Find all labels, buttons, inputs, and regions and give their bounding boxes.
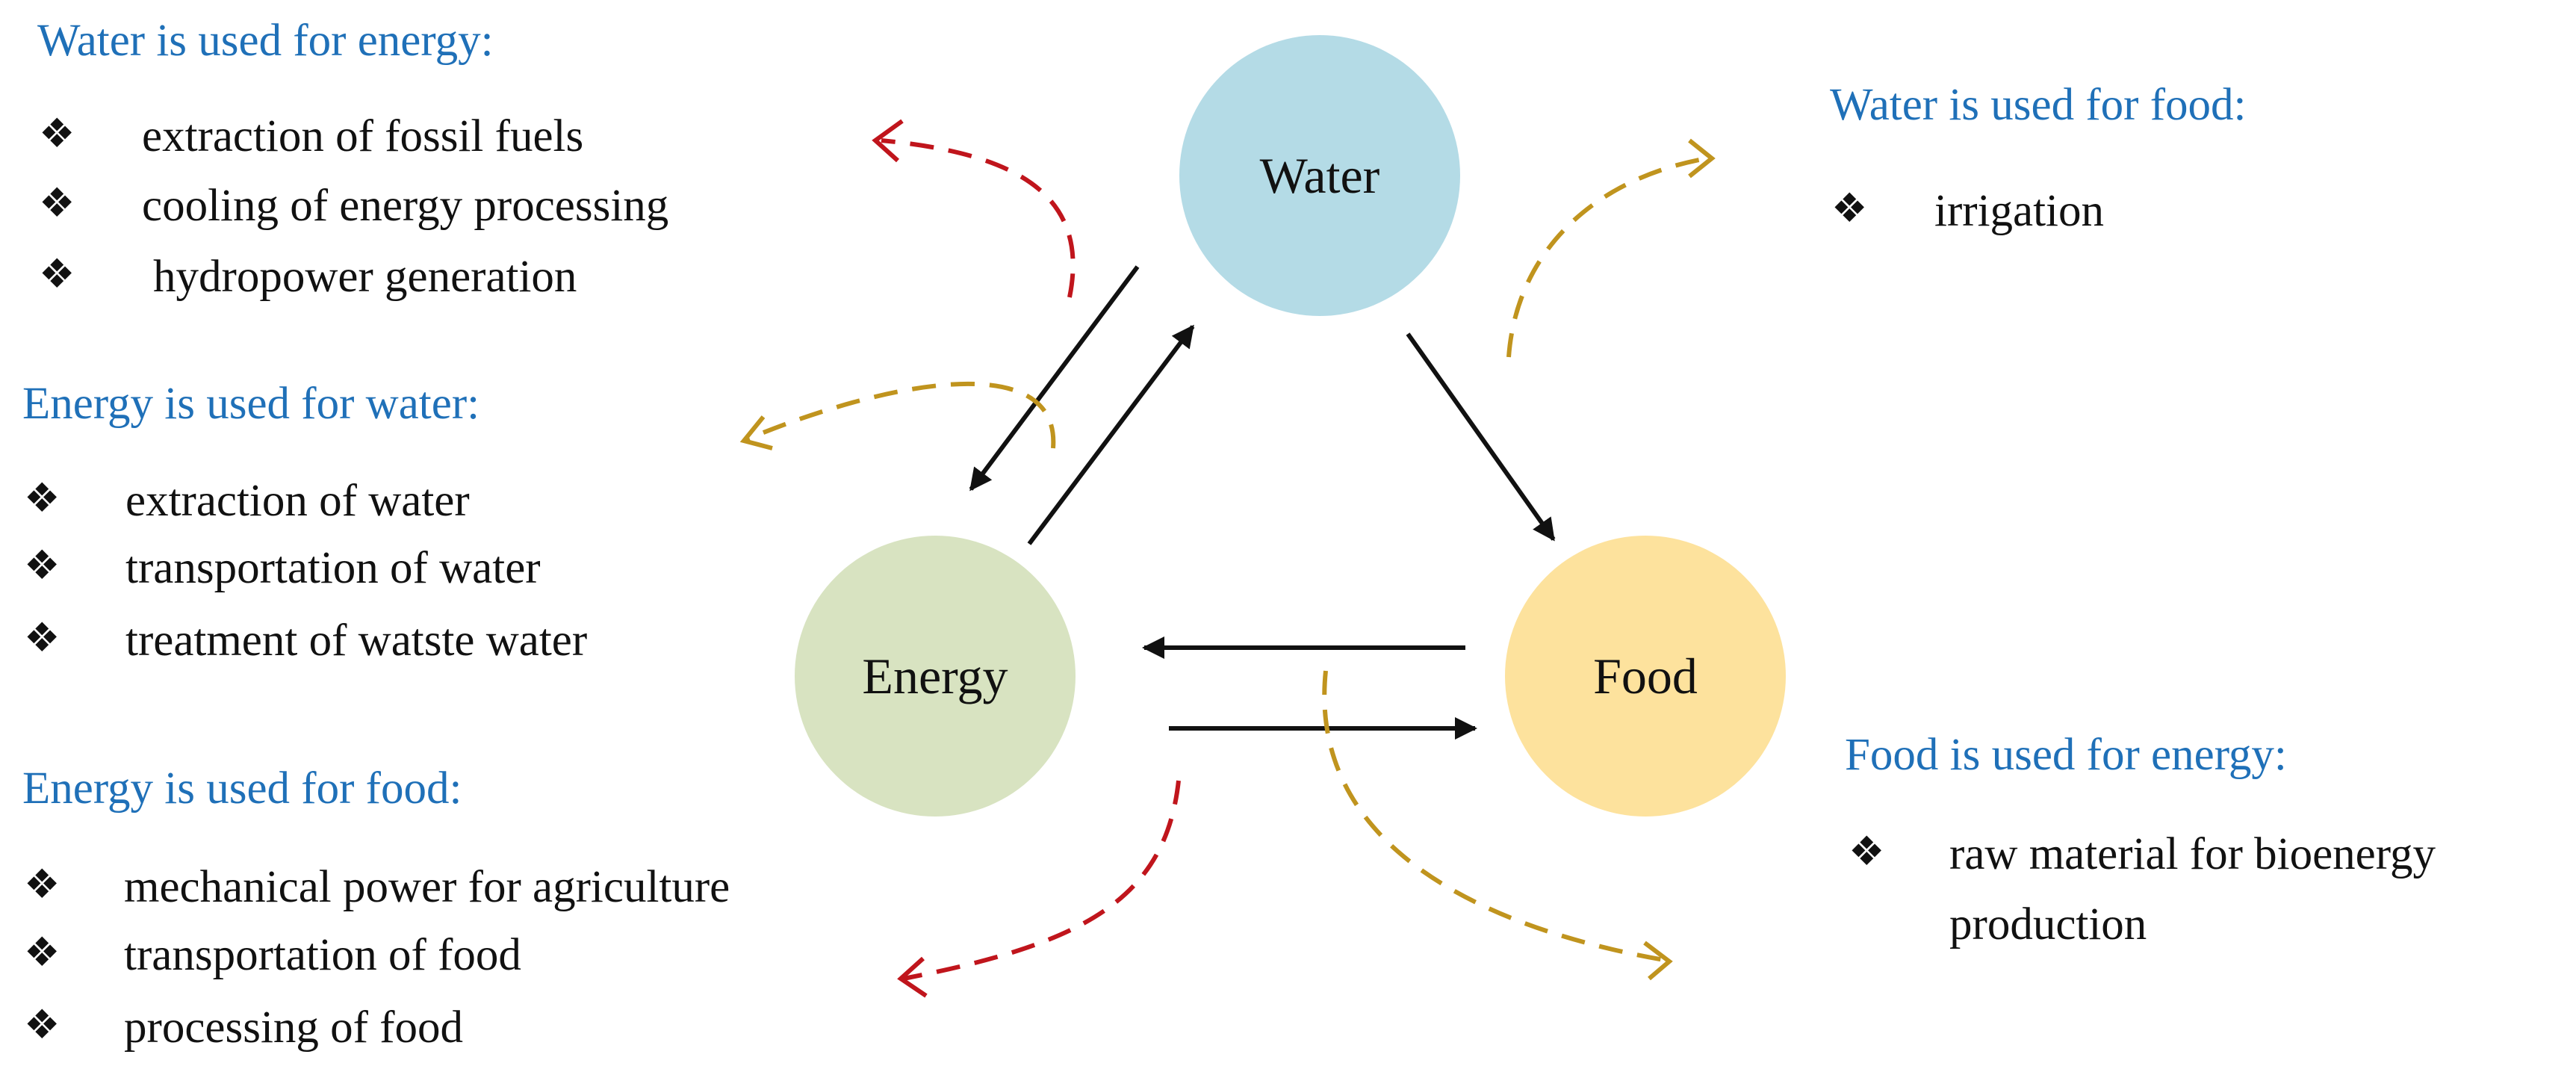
bullet-icon: ❖ [24,930,60,975]
food-node [1505,536,1786,817]
bullet-icon: ❖ [39,111,75,156]
bullet-icon: ❖ [24,543,60,588]
bullet-icon: ❖ [39,181,75,226]
bullet-icon: ❖ [39,252,75,297]
bullet-icon: ❖ [24,1003,60,1047]
dashed-arrow-food-energy [1322,670,1665,962]
dashed-arrow-energy-food [903,780,1181,981]
bullet-icon: ❖ [1849,829,1885,874]
arrow-water-to-food [1406,332,1556,542]
dashed-arrowhead-energy-food [897,956,928,998]
dashed-arrow-water-energy [881,138,1076,298]
list-item: transportation of water [125,543,541,593]
dashed-arrowhead-water-food [1688,138,1716,179]
list-item: production [1949,899,2147,949]
panel-heading: Food is used for energy: [1845,730,2287,780]
list-item: irrigation [1934,186,2104,236]
bullet-icon: ❖ [24,862,60,907]
panel-heading: Energy is used for water: [22,379,480,429]
dashed-arrow-water-food [1506,156,1707,358]
arrow-water-to-energy [969,265,1140,492]
dashed-arrowhead-water-energy [872,119,904,163]
energy-node [795,536,1076,817]
water-node-label: Water [1260,147,1380,204]
list-item: cooling of energy processing [142,181,669,231]
bullet-icon: ❖ [1831,186,1868,231]
water-node [1179,35,1460,316]
dashed-arrow-energy-water [745,381,1056,449]
list-item: transportation of food [124,930,521,980]
bullet-icon: ❖ [24,476,60,521]
list-item: extraction of water [125,476,470,526]
panel-heading: Water is used for food: [1830,80,2247,130]
arrow-energy-to-water [1027,324,1195,545]
panel-heading: Energy is used for food: [22,763,462,814]
list-item: processing of food [124,1003,464,1053]
list-item: extraction of fossil fuels [142,111,584,161]
food-node-label: Food [1593,648,1698,704]
list-item: raw material for bioenergy [1949,829,2436,879]
list-item: mechanical power for agriculture [124,862,730,912]
panel-heading: Water is used for energy: [37,16,494,66]
bullet-icon: ❖ [24,616,60,660]
dashed-arrowhead-food-energy [1643,941,1673,981]
list-item: hydropower generation [153,252,577,302]
energy-node-label: Energy [862,648,1008,704]
dashed-arrowhead-energy-water [739,415,773,450]
list-item: treatment of watste water [125,616,588,666]
